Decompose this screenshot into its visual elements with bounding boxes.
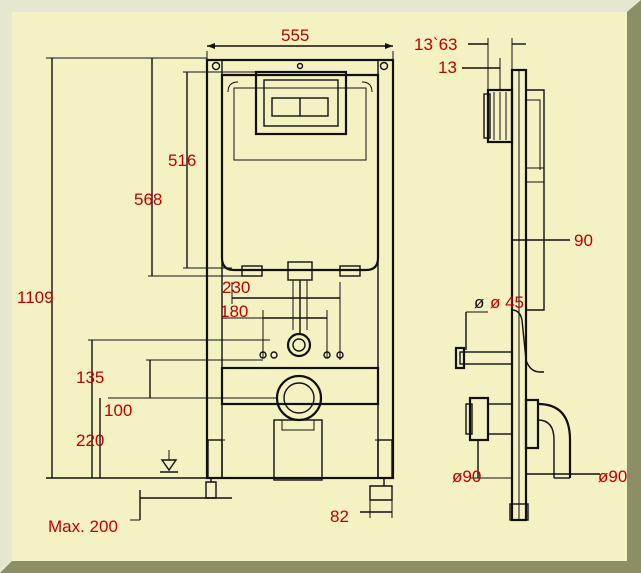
mount-hole	[379, 61, 389, 71]
dim-555: 555	[281, 26, 309, 45]
dim-diameter-90-right: ø90	[598, 467, 627, 486]
dim-230: 230	[222, 278, 250, 297]
dim-13: 13	[438, 58, 457, 77]
dim-diameter-90-left: ø90	[452, 467, 481, 486]
side-view	[454, 68, 572, 522]
dim-516: 516	[168, 151, 196, 170]
dim-180: 180	[220, 302, 248, 321]
cistern-side	[526, 89, 545, 311]
paper-background	[12, 12, 627, 561]
dim-45: ø 45	[490, 293, 524, 312]
installation-frame	[205, 58, 395, 480]
dim-82: 82	[330, 507, 349, 526]
dim-220: 220	[76, 431, 104, 450]
dim-568: 568	[134, 190, 162, 209]
dim-135: 135	[76, 368, 104, 387]
cistern-outline	[220, 73, 380, 272]
front-dimensions: 555 1109 568 516 230 180 135 100	[17, 26, 393, 536]
pan-mounting-plate	[220, 366, 380, 406]
side-dimensions: 13`63 13 90 ø ø 45 ø90 ø90	[414, 35, 627, 486]
dim-13-63: 13`63	[414, 35, 457, 54]
dim-diameter-45: ø	[474, 293, 484, 312]
inlet-pipe	[459, 351, 513, 365]
dim-1109: 1109	[17, 288, 54, 307]
flush-plate-opening	[254, 70, 348, 136]
dim-100: 100	[104, 401, 132, 420]
outlet-elbow	[524, 398, 540, 450]
dim-max-200: Max. 200	[48, 517, 118, 536]
dim-90: 90	[574, 231, 593, 250]
mount-hole	[211, 61, 221, 71]
water-inlet-valve	[286, 332, 312, 358]
